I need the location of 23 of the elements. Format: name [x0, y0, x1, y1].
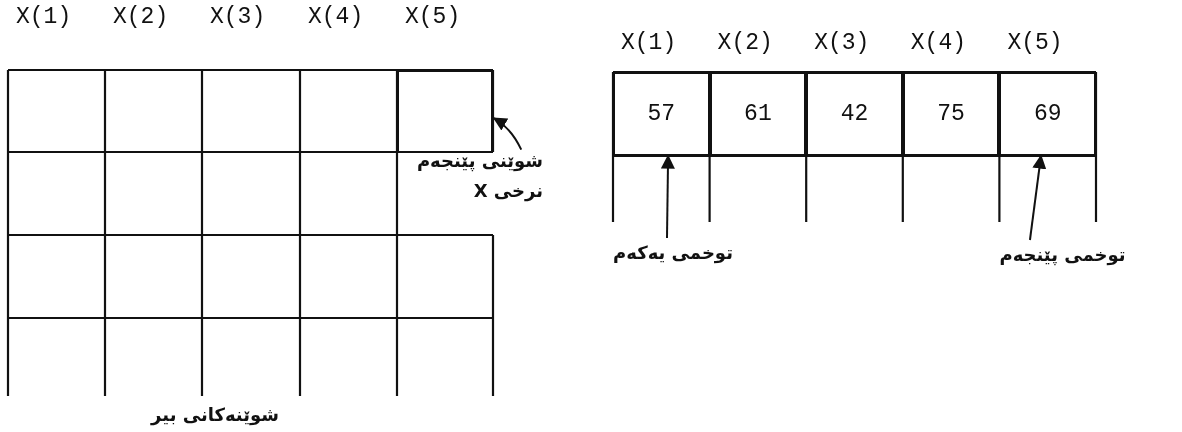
- callout-text: توخمی پێنجەم: [985, 240, 1140, 274]
- column-label: X(3): [814, 30, 870, 56]
- caption: شوێنەکانی بیر: [149, 403, 280, 428]
- column-label: X(4): [308, 4, 364, 30]
- value-cell: 42: [806, 72, 903, 156]
- value-cell: 75: [902, 72, 1000, 156]
- value-cell: 69: [999, 72, 1096, 156]
- memory-cell: [397, 70, 493, 153]
- column-label: X(3): [210, 4, 266, 30]
- column-label: X(5): [1007, 30, 1063, 56]
- column-label: X(1): [621, 30, 677, 56]
- callout-text: شوێنی پێنجەم نرخی X: [398, 146, 543, 218]
- value-cell: 61: [709, 72, 807, 156]
- column-label: X(4): [910, 30, 966, 56]
- leader-arrow: [492, 117, 523, 151]
- column-label: X(1): [16, 4, 72, 30]
- callout-text: توخمی یەکەم: [598, 238, 748, 272]
- leader-arrow: [1028, 154, 1047, 241]
- value-cell: 57: [613, 72, 710, 156]
- column-label: X(2): [113, 4, 169, 30]
- column-label: X(2): [717, 30, 773, 56]
- column-label: X(5): [405, 4, 461, 30]
- leader-arrow: [660, 154, 675, 239]
